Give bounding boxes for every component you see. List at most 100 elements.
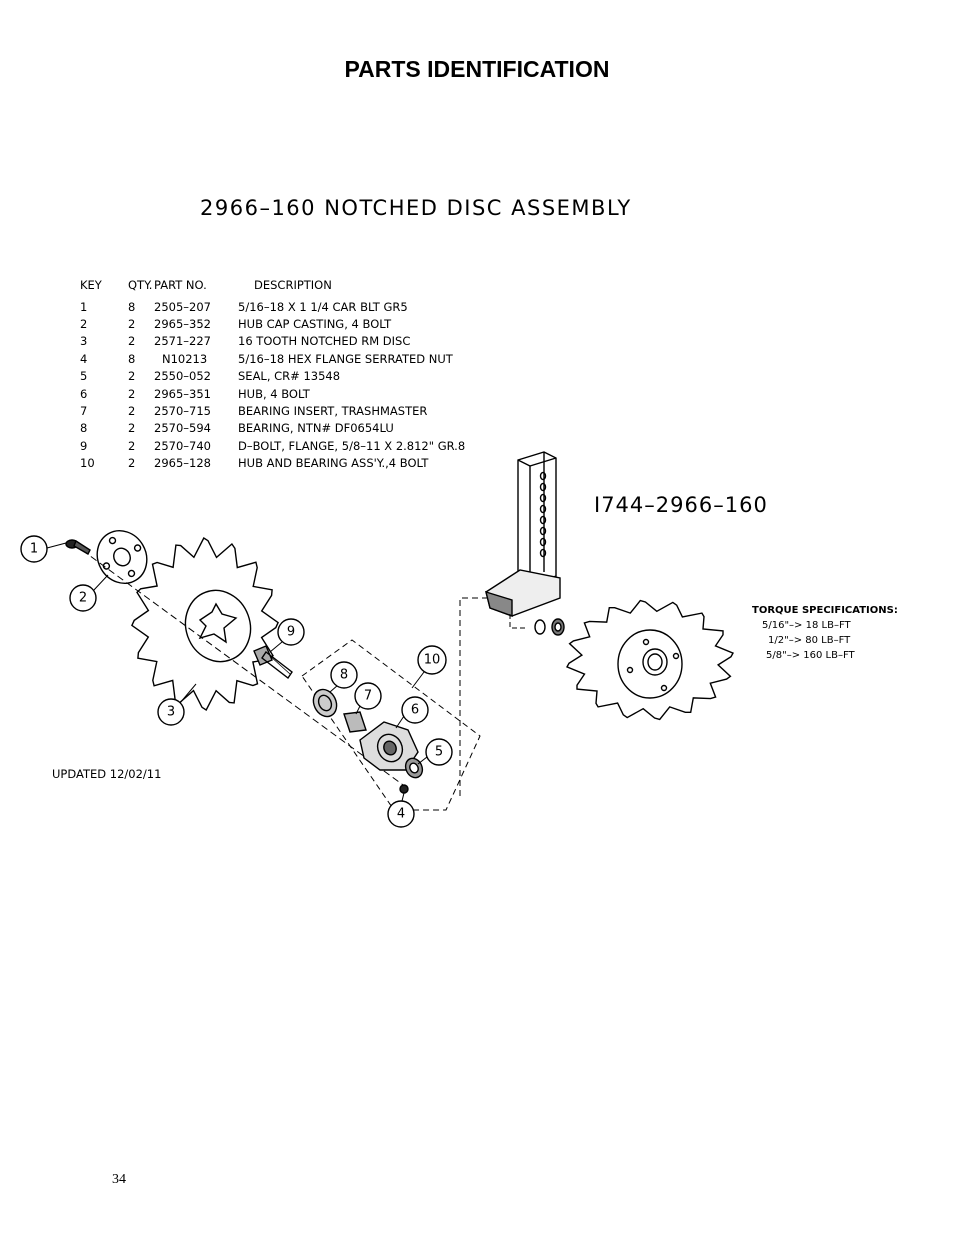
cell-key: 9 [80,438,88,453]
cell-description: D–BOLT, FLANGE, 5/8–11 X 2.812" GR.8 [238,438,466,453]
parts-table: KEY QTY. PART NO. DESCRIPTION 1 8 2505–207… [74,278,465,472]
balloon-9: 9 [269,618,305,653]
cell-description: BEARING INSERT, TRASHMASTER [238,404,428,419]
header-part-no: PART NO. [154,278,207,292]
cell-part-no: 2965–351 [154,386,211,401]
flange-nut-icon [399,784,409,794]
balloon-6: 6 [395,696,429,729]
page-number: 34 [112,1172,126,1187]
cell-qty: 2 [128,386,136,401]
balloon-label: 2 [79,591,87,606]
seal-icon [404,757,424,779]
cell-description: 5/16–18 HEX FLANGE SERRATED NUT [238,351,453,366]
cell-description: BEARING, NTN# DF0654LU [238,421,394,436]
cell-qty: 2 [128,421,136,436]
header-qty: QTY. [128,278,153,292]
balloon-4: 4 [387,792,415,828]
cell-part-no: 2965–128 [154,456,211,471]
mounting-tube-icon [485,451,561,617]
table-row: 5 2 2550–052 SEAL, CR# 13548 [74,368,465,385]
cell-part-no: 2570–740 [154,438,211,453]
balloon-label: 8 [340,668,348,683]
cell-qty: 8 [128,299,136,314]
parts-table-header: KEY QTY. PART NO. DESCRIPTION [74,278,465,298]
assembled-disc-icon [566,599,734,721]
cell-key: 1 [80,299,88,314]
balloon-10: 10 [411,645,447,689]
balloon-label: 6 [411,703,419,718]
cell-key: 5 [80,369,88,384]
notched-disc-icon [131,536,279,712]
cell-part-no: 2965–352 [154,317,211,332]
balloon-8: 8 [329,661,358,693]
balloon-label: 10 [424,653,441,668]
balloon-label: 5 [435,745,443,760]
header-key: KEY [80,278,102,292]
bearing-insert-icon [343,711,367,733]
cell-key: 10 [80,456,95,471]
cell-key: 3 [80,334,88,349]
table-row: 4 8 N10213 5/16–18 HEX FLANGE SERRATED NUT [74,350,465,367]
table-row: 6 2 2965–351 HUB, 4 BOLT [74,385,465,402]
cell-qty: 2 [128,456,136,471]
cell-qty: 2 [128,334,136,349]
hub-cap-icon [96,530,148,584]
cell-qty: 8 [128,351,136,366]
balloon-3: 3 [157,683,197,726]
drawing-number: I744–2966–160 [594,493,768,517]
bracket-leader [509,614,526,629]
cell-description: SEAL, CR# 13548 [238,369,341,384]
table-row: 2 2 2965–352 HUB CAP CASTING, 4 BOLT [74,315,465,332]
table-row: 9 2 2570–740 D–BOLT, FLANGE, 5/8–11 X 2.812… [74,437,465,454]
torque-specifications: TORQUE SPECIFICATIONS: 5/16"–> 18 LB–FT … [752,603,898,663]
table-row: 10 2 2965–128 HUB AND BEARING ASS'Y.,4 BOLT [74,455,465,472]
cell-key: 7 [80,404,88,419]
carriage-bolt-icon [65,539,91,555]
balloon-1: 1 [20,535,67,563]
cell-part-no: 2571–227 [154,334,211,349]
balloon-label: 3 [167,705,175,720]
cell-qty: 2 [128,317,136,332]
torque-spec-item: 5/8"–> 160 LB–FT [766,650,855,661]
balloon-5: 5 [417,738,453,766]
updated-date: UPDATED 12/02/11 [52,767,162,781]
cell-part-no: 2550–052 [154,369,211,384]
cell-qty: 2 [128,438,136,453]
balloon-7: 7 [354,682,382,715]
balloon-label: 9 [287,625,295,640]
table-row: 1 8 2505–207 5/16–18 X 1 1/4 CAR BLT GR5 [74,298,465,315]
cell-part-no: N10213 [162,351,208,366]
assembly-title: 2966–160 NOTCHED DISC ASSEMBLY [200,196,632,220]
cell-key: 2 [80,317,88,332]
table-row: 7 2 2570–715 BEARING INSERT, TRASHMASTER [74,402,465,419]
bracket-nut-icon [534,618,565,636]
hub-bearing-assembly-outline [301,639,481,811]
cell-part-no: 2570–594 [154,421,211,436]
balloon-label: 7 [364,689,372,704]
balloon-label: 4 [397,807,405,822]
torque-spec-item: 1/2"–> 80 LB–FT [768,635,851,646]
cell-qty: 2 [128,369,136,384]
cell-description: 5/16–18 X 1 1/4 CAR BLT GR5 [238,299,408,314]
cell-description: HUB, 4 BOLT [238,386,310,401]
table-row: 3 2 2571–227 16 TOOTH NOTCHED RM DISC [74,333,465,350]
page-title: PARTS IDENTIFICATION [344,56,610,82]
bearing-icon [312,688,338,718]
cell-key: 4 [80,351,88,366]
cell-part-no: 2570–715 [154,404,211,419]
cell-description: 16 TOOTH NOTCHED RM DISC [238,334,411,349]
cell-key: 8 [80,421,88,436]
cell-qty: 2 [128,404,136,419]
balloon-2: 2 [69,574,109,612]
cell-part-no: 2505–207 [154,299,211,314]
balloon-label: 1 [30,542,38,557]
table-row: 8 2 2570–594 BEARING, NTN# DF0654LU [74,420,465,437]
cell-description: HUB CAP CASTING, 4 BOLT [238,317,392,332]
cell-description: HUB AND BEARING ASS'Y.,4 BOLT [238,456,429,471]
torque-heading: TORQUE SPECIFICATIONS: [752,605,898,616]
assembly-centerline [81,549,411,791]
d-bolt-icon [253,645,293,680]
header-description: DESCRIPTION [254,278,332,292]
cell-key: 6 [80,386,88,401]
